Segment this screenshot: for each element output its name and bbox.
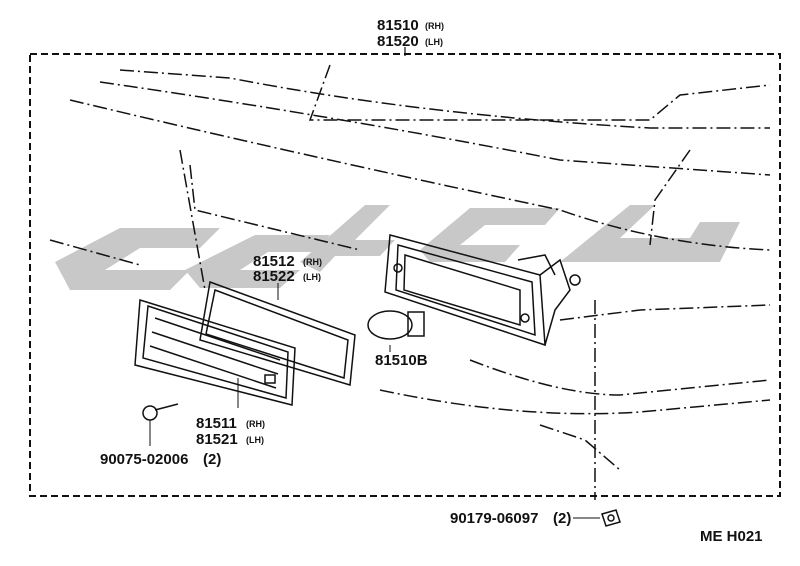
lamp-assy-number-rh: 81510 [377, 17, 419, 34]
gasket-number-rh: 81512 [253, 253, 295, 270]
clip-nut [601, 509, 621, 527]
gasket-suffix-rh: (RH) [303, 257, 322, 267]
vehicle-body-outline [49, 64, 771, 500]
lens-suffix-lh: (LH) [246, 435, 264, 445]
gasket [199, 280, 356, 386]
lamp-assy-suffix-rh: (RH) [425, 21, 444, 31]
leader-lines [149, 283, 600, 519]
screw-qty: (2) [203, 451, 221, 468]
diagram-code: ME H021 [700, 528, 763, 545]
watermark-logo [55, 205, 740, 290]
assembly-border [29, 53, 781, 497]
bulb [367, 310, 425, 340]
bulb-number: 81510B [375, 352, 428, 369]
lens-suffix-rh: (RH) [246, 419, 265, 429]
gasket-number-lh: 81522 [253, 268, 295, 285]
lamp-assy-suffix-lh: (LH) [425, 37, 443, 47]
nut-qty: (2) [553, 510, 571, 527]
lamp-housing [384, 234, 581, 347]
lens-number-rh: 81511 [196, 415, 237, 432]
screw [142, 403, 179, 421]
nut-number: 90179-06097 [450, 510, 538, 527]
lens [134, 299, 296, 406]
lamp-assy-number-lh: 81520 [377, 33, 419, 50]
lens-number-lh: 81521 [196, 431, 238, 448]
gasket-suffix-lh: (LH) [303, 272, 321, 282]
screw-number: 90075-02006 [100, 451, 188, 468]
